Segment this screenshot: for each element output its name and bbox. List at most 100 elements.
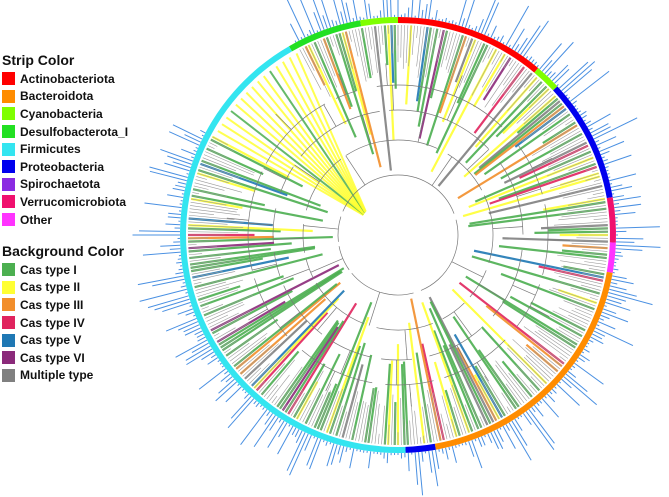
- tree-branch: [465, 38, 473, 55]
- abundance-bar: [484, 2, 500, 36]
- tree-branch: [440, 30, 448, 58]
- clade-arc: [542, 204, 549, 275]
- tree-branch: [529, 384, 538, 393]
- clade-arc: [469, 270, 487, 298]
- abundance-bar: [601, 311, 629, 323]
- abundance-bar: [184, 134, 201, 143]
- clade-spoke: [492, 226, 523, 229]
- tree-branch: [550, 130, 581, 149]
- abundance-bar: [499, 427, 502, 430]
- tree-branch: [288, 389, 304, 415]
- cas-background-wedge: [262, 75, 366, 214]
- tree-branch: [445, 33, 457, 70]
- abundance-bar: [471, 439, 483, 469]
- tree-branch: [565, 119, 574, 126]
- strip-legend-item: Spirochaetota: [2, 176, 128, 194]
- clade-spoke: [362, 115, 372, 145]
- tree-branch: [387, 424, 390, 445]
- strip-legend-label: Proteobacteria: [20, 159, 105, 174]
- clade-arc: [302, 223, 305, 253]
- tree-branch: [558, 214, 608, 221]
- tree-branch: [501, 392, 514, 411]
- tree-branch: [475, 399, 488, 426]
- cas-background-wedge: [295, 53, 367, 212]
- abundance-bar: [511, 420, 528, 446]
- tree-branch: [188, 221, 228, 225]
- tree-branch: [348, 30, 352, 42]
- tree-branch: [188, 231, 239, 233]
- abundance-bar: [493, 36, 496, 40]
- tree-branch: [213, 333, 220, 337]
- tree-branch: [490, 367, 519, 407]
- tree-branch: [308, 44, 320, 69]
- abundance-bar: [608, 176, 611, 178]
- tree-branch: [314, 42, 323, 60]
- cas-background-wedge: [485, 304, 563, 368]
- cas-background-wedge: [351, 354, 373, 441]
- tree-branch: [381, 405, 385, 445]
- cas-background-wedge: [256, 80, 366, 214]
- tree-branch: [266, 384, 279, 400]
- clade-arc: [283, 285, 323, 335]
- abundance-bar: [160, 244, 181, 247]
- abundance-bar: [595, 139, 600, 143]
- abundance-bar: [237, 383, 240, 386]
- tree-branch: [335, 34, 344, 57]
- strip-legend-swatch: [2, 89, 15, 103]
- abundance-bar: [487, 33, 490, 37]
- tree-branch: [368, 420, 372, 443]
- abundance-bar: [221, 365, 224, 368]
- tree-branch: [568, 160, 595, 171]
- tree-branch: [195, 281, 227, 291]
- abundance-bar: [178, 268, 183, 271]
- abundance-bar: [502, 425, 516, 449]
- strip-legend-item: Cyanobacteria: [2, 105, 128, 123]
- tree-branch: [227, 342, 250, 359]
- abundance-bar: [600, 314, 610, 320]
- abundance-bar: [185, 345, 211, 361]
- abundance-bar: [294, 429, 300, 438]
- cas-background-wedge: [456, 43, 486, 104]
- phylum-strip-segment: [606, 242, 616, 273]
- strip-legend-item: Proteobacteria: [2, 158, 128, 176]
- tree-branch: [342, 32, 353, 69]
- abundance-bar: [331, 19, 335, 27]
- abundance-bar: [165, 223, 181, 226]
- abundance-bar: [531, 406, 536, 413]
- tree-branch: [484, 376, 508, 415]
- tree-branch: [256, 380, 266, 391]
- tree-branch: [206, 148, 229, 159]
- abundance-bar: [615, 226, 660, 229]
- tree-branch: [191, 198, 227, 206]
- tree-branch: [201, 160, 220, 168]
- cas-background-wedge: [235, 281, 341, 370]
- tree-branch: [342, 399, 354, 438]
- tree-branch: [194, 273, 248, 288]
- abundance-bar: [520, 25, 541, 55]
- clade-arc: [305, 158, 342, 211]
- tree-branch: [391, 394, 394, 445]
- abundance-bar: [175, 271, 184, 275]
- tree-branch: [424, 27, 428, 50]
- clade-spoke: [532, 157, 553, 169]
- tree-branch: [364, 27, 373, 76]
- tree-branch: [282, 404, 287, 411]
- tree-branch: [414, 410, 419, 445]
- tree-branch: [537, 142, 587, 167]
- tree-branch: [191, 195, 206, 199]
- tree-branch: [568, 314, 589, 325]
- tree-branch: [558, 224, 608, 228]
- tree-branch: [209, 142, 218, 147]
- tree-branch: [476, 368, 506, 416]
- abundance-bar: [183, 324, 200, 333]
- tree-branch: [548, 98, 558, 107]
- tree-branch: [562, 188, 604, 199]
- tree-branch: [217, 322, 250, 343]
- abundance-bar: [609, 288, 637, 297]
- abundance-bar: [182, 282, 186, 284]
- abundance-bar: [613, 196, 641, 202]
- abundance-bar: [337, 445, 341, 455]
- tree-branch: [523, 326, 569, 359]
- tree-branch: [425, 28, 435, 78]
- abundance-bar: [546, 393, 556, 403]
